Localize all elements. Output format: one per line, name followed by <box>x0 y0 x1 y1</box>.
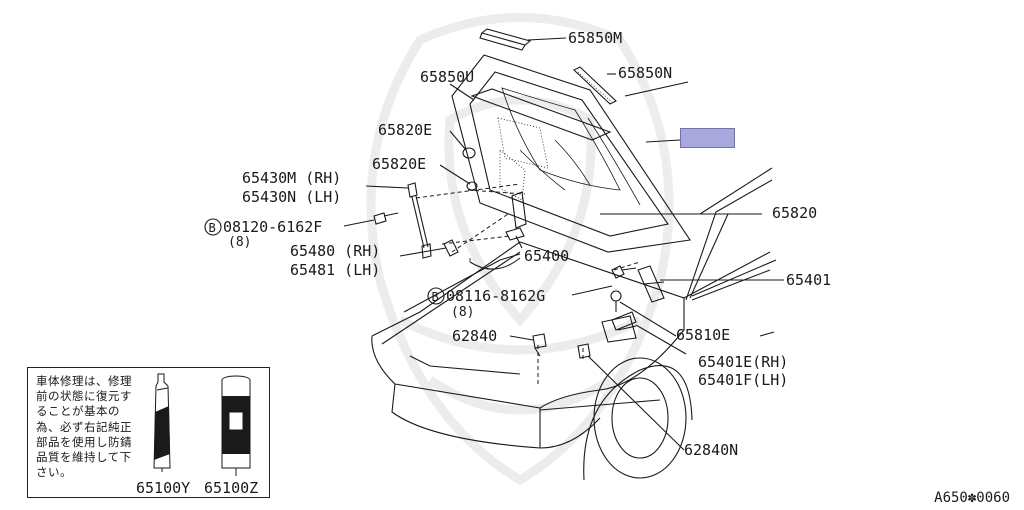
stopper-65401e <box>611 311 637 331</box>
label-62840: 62840 <box>452 327 497 345</box>
watermark-emblem <box>366 13 674 486</box>
label-65810e: 65810E <box>676 326 730 344</box>
label-65401f: 65401F(LH) <box>698 371 788 389</box>
hood-panel <box>451 54 691 253</box>
label-65430m: 65430M (RH) <box>242 169 341 187</box>
repair-note-box: 車体修理は、修理前の状態に復元することが基本の為、必ず右記純正部品を使用し防錆品… <box>27 367 270 498</box>
reference-code: A650✽0060 <box>934 490 1010 506</box>
hinge-65400 <box>505 191 527 241</box>
label-65100y: 65100Y <box>136 479 191 497</box>
label-65430n: 65430N (LH) <box>242 188 341 206</box>
bolt-08116 <box>611 265 637 279</box>
spray-can-icon <box>221 375 251 476</box>
bracket-65480 <box>443 239 459 257</box>
car-body <box>371 167 777 481</box>
hinge-65401 <box>637 265 665 303</box>
cushion-65810e <box>610 290 622 312</box>
repair-note-text: 車体修理は、修理前の状態に復元することが基本の為、必ず右記純正部品を使用し防錆品… <box>36 374 132 480</box>
clip-62840 <box>532 333 547 357</box>
label-08116: 08116-8162G <box>446 287 545 305</box>
label-08120: 08120-6162F <box>223 218 322 236</box>
leader-lines <box>343 37 784 451</box>
label-65820e-upper: 65820E <box>378 121 432 139</box>
label-65820e-lower: 65820E <box>372 155 426 173</box>
label-65850u: 65850U <box>420 68 474 86</box>
bolt-marker-08120: B <box>204 218 222 236</box>
label-08116-qty: (8) <box>451 305 474 320</box>
label-65400: 65400 <box>524 247 569 265</box>
label-08120-qty: (8) <box>228 235 251 250</box>
sealant-tube-icon <box>153 373 171 472</box>
svg-text:B: B <box>432 290 439 304</box>
label-65850m: 65850M <box>568 29 622 47</box>
clip-62840n <box>577 343 591 359</box>
label-65401: 65401 <box>786 271 831 289</box>
label-65481: 65481 (LH) <box>290 261 380 279</box>
highlight-box <box>680 128 735 148</box>
label-65850n: 65850N <box>618 64 672 82</box>
svg-text:B: B <box>209 221 216 235</box>
assembly-guides <box>415 183 641 385</box>
label-62840n: 62840N <box>684 441 738 459</box>
label-65820: 65820 <box>772 204 817 222</box>
label-65480: 65480 (RH) <box>290 242 380 260</box>
bolt-marker-08116: B <box>427 287 445 305</box>
bolt-08120 <box>373 212 399 225</box>
seal-65850u <box>470 88 612 141</box>
weatherstrip-65850m <box>479 28 532 51</box>
weatherstrip-65850n <box>573 66 617 105</box>
hood-stay <box>407 182 432 259</box>
label-65401e: 65401E(RH) <box>698 353 788 371</box>
label-65100z: 65100Z <box>204 479 259 497</box>
